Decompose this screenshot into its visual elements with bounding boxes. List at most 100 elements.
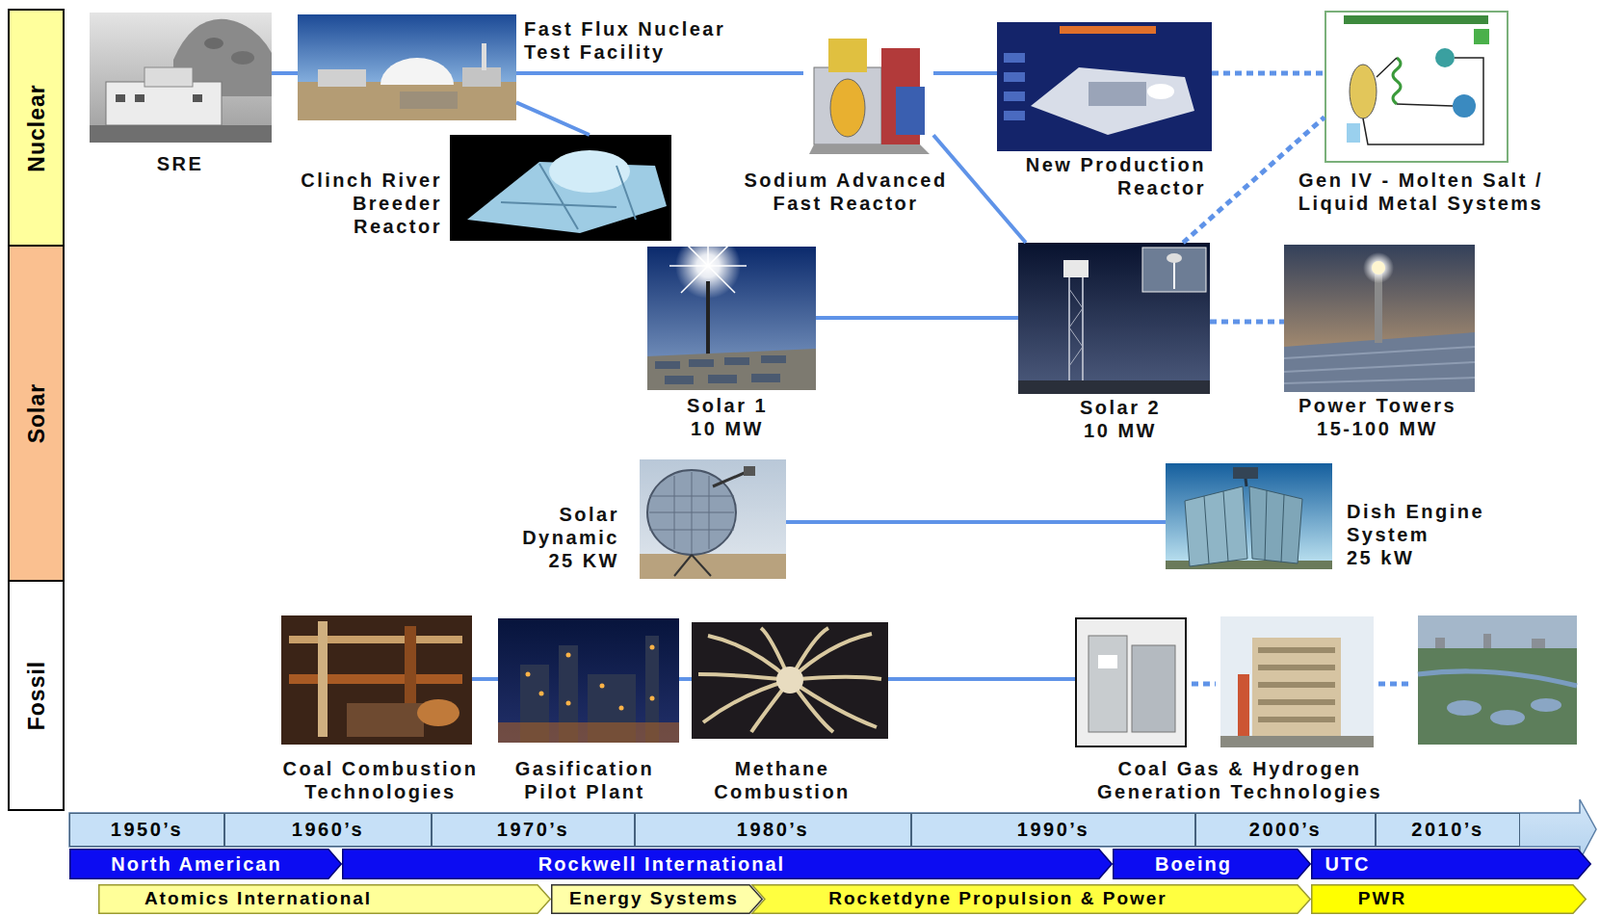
- sodium-reactor-cutaway-part: [895, 86, 925, 135]
- sodium-reactor-cutaway-part: [809, 144, 930, 155]
- lineage-link: [472, 677, 499, 682]
- lineage-link: [888, 677, 1076, 682]
- text-holder: Coal Combustion Technologies: [264, 757, 497, 804]
- text-holder: Atomics International: [144, 889, 372, 910]
- caption-text: Coal Combustion Technologies: [264, 757, 497, 804]
- clinch-river-cutaway: [449, 134, 672, 241]
- caption-text: 10 MW: [1048, 419, 1193, 443]
- band-label: Nuclear: [23, 83, 50, 172]
- category-band: Fossil: [7, 579, 65, 812]
- power-tower-photo-part: [1284, 346, 1475, 384]
- text-holder: 1970’s: [497, 818, 570, 841]
- text-holder: 2010’s: [1411, 818, 1484, 841]
- molten-salt-schematic-part: [1349, 64, 1377, 119]
- text-holder: Fast Flux Nuclear Test Facility: [524, 17, 751, 64]
- coal-gas-photos-part: [1252, 637, 1341, 742]
- methane-combustor-photo-part: [691, 622, 889, 739]
- caption-text: Coal Gas & Hydrogen Generation Technolog…: [1085, 757, 1394, 804]
- text-holder: Clinch River Breeder Reactor: [276, 168, 443, 238]
- molten-salt-schematic-part: [1392, 57, 1401, 105]
- text-holder: SRE: [131, 152, 229, 176]
- text-holder: Solar Dynamic25 KW: [503, 502, 620, 573]
- fast-flux-photo-part: [317, 69, 367, 87]
- solar-two-photo: [1018, 242, 1210, 394]
- gasification-plant-photo-part: [650, 645, 656, 651]
- sre-photo-part: [115, 94, 126, 103]
- arrow-outline: [551, 885, 763, 915]
- solar-dynamic-photo-part: [639, 459, 787, 579]
- division-arrow: Energy Systems: [550, 884, 763, 915]
- solar-two-photo-part: [1069, 288, 1083, 367]
- coal-gas-photos-part: [1490, 709, 1525, 726]
- solar-two-photo-part: [1069, 274, 1083, 383]
- arrow-outline: [1311, 849, 1592, 880]
- solar-one-photo-part: [655, 361, 681, 369]
- coal-gas-photos-part: [1435, 637, 1445, 649]
- fast-flux-photo-part: [399, 91, 458, 109]
- npr-fuel-handling-drawing-part: [1003, 110, 1025, 121]
- owner-arrow: Rockwell International: [341, 848, 1113, 880]
- lineage-link: [516, 71, 804, 76]
- gasification-plant-photo-part: [498, 722, 680, 743]
- lineage-link: [815, 315, 1019, 320]
- coal-gas-photos-part: [1075, 618, 1186, 747]
- methane-combustor-photo: [691, 622, 889, 739]
- sre-photo-part: [231, 51, 255, 65]
- company-label: Energy Systems: [569, 889, 739, 910]
- division-arrow: Atomics International: [98, 884, 551, 915]
- molten-salt-schematic-part: [1343, 15, 1489, 25]
- coal-gas-photos-part: [1417, 615, 1577, 649]
- caption-text: Solar 2: [1048, 395, 1193, 420]
- sre-photo-part: [105, 81, 222, 126]
- company-label: Rockwell International: [538, 853, 786, 875]
- solar-two-photo-part: [1142, 247, 1207, 292]
- project-photo: Solar 210 MW: [1018, 242, 1210, 394]
- dish-engine-photo-part: [1249, 486, 1303, 564]
- methane-combustor-photo-part: [698, 628, 882, 733]
- decade-segment: 1990’s: [911, 813, 1196, 847]
- lineage-link: [271, 71, 298, 76]
- molten-salt-schematic-part: [1452, 94, 1476, 118]
- category-band: Solar: [7, 244, 65, 582]
- coal-gas-photos-part: [1258, 716, 1336, 723]
- power-tower-photo-part: [1363, 252, 1394, 284]
- text-holder: Sodium Advanced Fast Reactor: [730, 168, 962, 215]
- coal-combustion-photo: [281, 615, 473, 745]
- molten-salt-schematic-part: [1363, 57, 1484, 145]
- sre-photo-part: [144, 67, 193, 87]
- sre-photo-part: [192, 94, 203, 103]
- npr-fuel-handling-drawing-part: [1147, 83, 1175, 100]
- solar-one-photo: [647, 227, 816, 391]
- project-photo: Solar Dynamic25 KW: [639, 459, 787, 579]
- caption-text: 15-100 MW: [1281, 417, 1474, 441]
- molten-salt-schematic-part: [1325, 11, 1508, 162]
- sodium-reactor-cutaway-part: [830, 78, 866, 137]
- arrow-outline: [1311, 885, 1587, 915]
- project-photo-group: Coal Gas & Hydrogen Generation Technolog…: [1075, 615, 1577, 748]
- power-tower-photo-part: [1284, 244, 1475, 393]
- coal-gas-photos-part: [1220, 735, 1374, 748]
- coal-gas-photos-part: [1531, 638, 1546, 649]
- caption-text: 25 KW: [503, 549, 620, 573]
- caption-text: New Production Reactor: [998, 153, 1207, 200]
- solar-two-photo-part: [1063, 260, 1089, 278]
- text-holder: PWR: [1358, 889, 1407, 910]
- arrow-shape: [1311, 884, 1587, 915]
- text-holder: Energy Systems: [569, 889, 739, 910]
- solar-two-photo-part: [1018, 380, 1210, 394]
- methane-combustor-photo-part: [776, 666, 804, 694]
- coal-gas-photos: [1075, 615, 1577, 748]
- gasification-plant-photo-part: [566, 701, 572, 707]
- company-label: UTC: [1324, 853, 1370, 875]
- caption-text: Methane Combustion: [695, 757, 869, 804]
- company-label: Boeing: [1154, 853, 1233, 875]
- text-holder: UTC: [1324, 853, 1370, 875]
- text-holder: Fossil: [23, 660, 50, 731]
- company-label: PWR: [1358, 889, 1407, 910]
- coal-combustion-photo-part: [288, 635, 463, 644]
- project-photo: Coal Combustion Technologies: [281, 615, 473, 745]
- decade-segment: 2000’s: [1195, 813, 1376, 847]
- sre-photo-part: [89, 12, 272, 143]
- project-photo: Dish Engine System25 kW: [1165, 463, 1333, 570]
